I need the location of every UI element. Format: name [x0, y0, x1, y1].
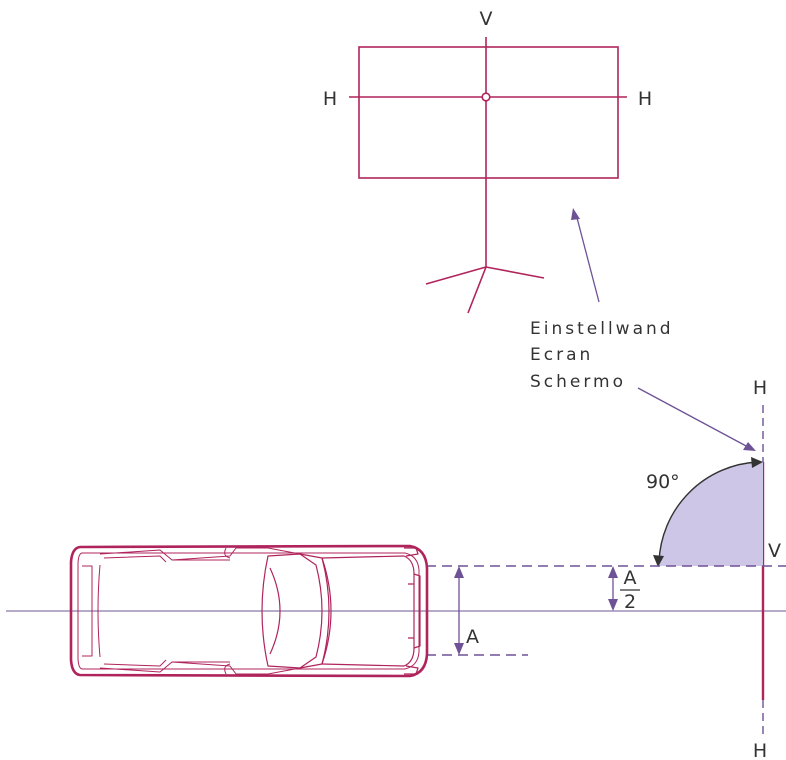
pointer-arrowhead-screen — [571, 208, 580, 220]
stand-leg-left — [425, 266, 487, 285]
car-rear-window — [97, 564, 101, 658]
screen-label-v: V — [480, 8, 493, 30]
dimension-half-a-numerator: A — [624, 567, 637, 589]
car-hood — [321, 555, 415, 667]
caption-line-3: Schermo — [530, 372, 626, 392]
dimension-a-arrowhead-bottom — [454, 643, 464, 655]
screen-label-h-left: H — [323, 88, 337, 110]
car-rear-detail — [82, 565, 93, 657]
pointer-arrowhead-wall — [743, 442, 756, 451]
adjustment-screen: V H H — [323, 8, 652, 314]
angle-label: 90° — [646, 471, 680, 493]
car-body-outline — [69, 544, 429, 678]
caption-line-2: Ecran — [530, 345, 593, 365]
stand-leg-right — [485, 266, 545, 279]
wall-group: H H V — [753, 377, 781, 760]
car-top-view — [69, 544, 429, 678]
wall-label-h-top: H — [753, 377, 767, 399]
screen-label-h-right: H — [638, 88, 652, 110]
dimension-group: A A 2 — [426, 565, 786, 656]
car-inner-outline — [77, 552, 420, 670]
screen-center-point — [481, 92, 491, 102]
angle-arrowhead-left — [653, 555, 664, 567]
stand-leg-front — [467, 266, 487, 314]
car-side-windows-right — [99, 659, 301, 675]
car-windshield — [269, 553, 332, 669]
right-angle-marker: 90° — [646, 457, 763, 567]
dimension-half-a-arrowhead-bottom — [608, 599, 618, 611]
dimension-half-a-arrowhead-top — [608, 566, 618, 578]
pointer-arrow-to-wall — [637, 387, 749, 448]
car-mirror-bottom — [404, 665, 419, 675]
dimension-a-label: A — [466, 626, 479, 648]
car-side-windows-left — [99, 547, 301, 563]
wall-label-v: V — [768, 540, 781, 562]
car-mirror-top — [404, 547, 419, 557]
caption-line-1: Einstellwand — [530, 319, 674, 339]
dimension-a-arrowhead-top — [454, 566, 464, 578]
car-front-grille — [408, 573, 421, 649]
screen-frame — [358, 46, 619, 179]
pointer-arrow-to-screen — [575, 213, 600, 303]
caption-group: Einstellwand Ecran Schermo — [530, 208, 756, 451]
angle-sector — [659, 462, 763, 566]
angle-arrowhead-top — [751, 457, 763, 468]
dimension-half-a-denominator: 2 — [624, 591, 636, 613]
angle-arc — [658, 461, 759, 563]
car-door-lines — [224, 547, 231, 675]
wall-label-h-bottom: H — [753, 740, 767, 760]
